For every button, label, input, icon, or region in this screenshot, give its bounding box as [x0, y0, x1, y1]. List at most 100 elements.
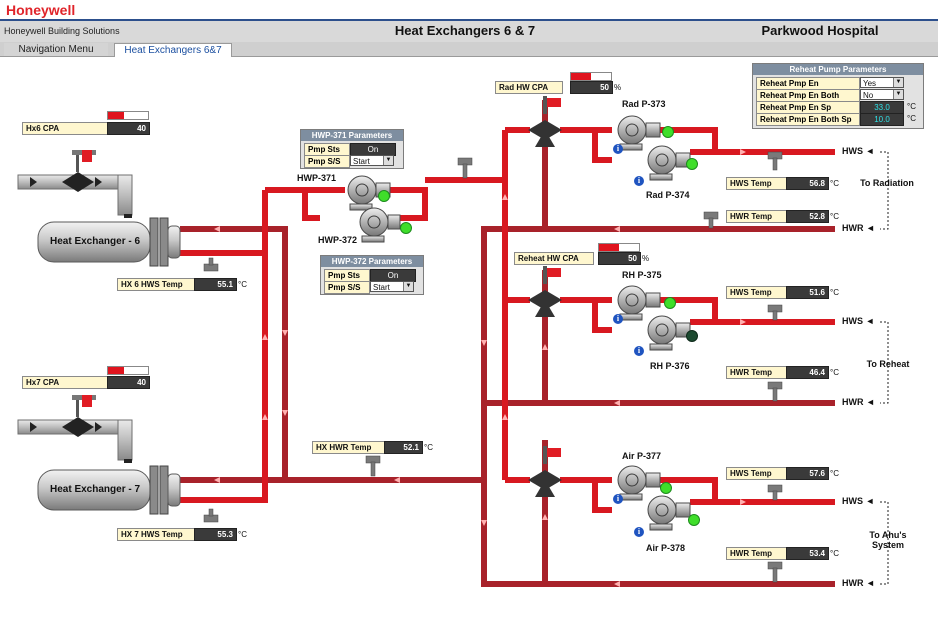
rad-cpa-unit: % — [614, 83, 622, 92]
chevron-down-icon[interactable]: ▼ — [893, 90, 903, 99]
flow-arrows — [214, 149, 746, 587]
honeywell-logo: Honeywell — [6, 2, 76, 18]
reheat-cpa-value[interactable]: 50 — [598, 252, 641, 265]
hwp372-panel-title: HWP-372 Parameters — [321, 256, 423, 267]
rad-cpa-value[interactable]: 50 — [570, 81, 613, 94]
tab-heat-exchangers[interactable]: Heat Exchangers 6&7 — [114, 43, 232, 57]
to-ahus-label: To Ahu's System — [869, 530, 907, 550]
info-icon[interactable]: i — [634, 527, 644, 537]
company-name: Honeywell Building Solutions — [4, 26, 120, 36]
steam-valve-hx7 — [62, 395, 132, 463]
return-piping — [180, 100, 835, 587]
hx6-cpa-value[interactable]: 40 — [107, 122, 150, 135]
chevron-down-icon[interactable]: ▼ — [893, 78, 903, 87]
hx6-hws-label: HX 6 HWS Temp — [117, 278, 195, 291]
rad-hwr-value: 52.8 — [786, 210, 829, 223]
tab-navigation-menu[interactable]: Navigation Menu — [4, 43, 108, 56]
pump-rh375-label: RH P-375 — [622, 270, 662, 280]
info-icon[interactable]: i — [634, 176, 644, 186]
reheat-pmp-en-both-sp-label: Reheat Pmp En Both Sp — [756, 113, 860, 126]
air-hwr-unit: °C — [830, 549, 839, 558]
pump-hwp371-label: HWP-371 — [297, 173, 337, 183]
reheat-pmp-en-sp-unit: °C — [907, 102, 916, 111]
reheat-hwr-loop-label: HWR ◄ — [842, 397, 875, 407]
page-title: Heat Exchangers 6 & 7 — [394, 23, 536, 38]
tab-bar — [0, 42, 938, 57]
air-hws-value: 57.6 — [786, 467, 829, 480]
hx6-cpa-label: Hx6 CPA — [22, 122, 110, 135]
steam-flow-arrows — [30, 177, 102, 432]
reheat-pmp-en-select[interactable]: Yes ▼ — [860, 77, 904, 88]
info-icon[interactable]: i — [613, 494, 623, 504]
three-way-valve-air — [528, 446, 562, 497]
ahu-hwr-loop-label: HWR ◄ — [842, 578, 875, 588]
heat-exchanger-6-vessel — [37, 217, 181, 267]
steam-valve-hx6 — [62, 150, 132, 218]
rh376-status-indicator — [686, 330, 698, 342]
site-name: Parkwood Hospital — [761, 23, 879, 38]
radiation-hwr-text: HWR — [842, 223, 864, 233]
reheat-pmp-en-both-select[interactable]: No ▼ — [860, 89, 904, 100]
hwp371-panel-title: HWP-371 Parameters — [301, 130, 403, 141]
pump-rad373-label: Rad P-373 — [622, 99, 666, 109]
header-divider — [0, 19, 938, 21]
rad-hwr-label: HWR Temp — [726, 210, 788, 223]
rad373-status-indicator — [662, 126, 674, 138]
reheat-hws-text: HWS — [842, 316, 863, 326]
air378-status-indicator — [688, 514, 700, 526]
reheat-hws-value: 51.6 — [786, 286, 829, 299]
reheat-hwr-text: HWR — [842, 397, 864, 407]
reheat-cpa-unit: % — [642, 254, 650, 263]
rad-cpa-bar — [570, 72, 612, 81]
pump-hwp372-label: HWP-372 — [318, 235, 358, 245]
hwp371-ss-value: Start — [353, 157, 370, 166]
reheat-hwr-value: 46.4 — [786, 366, 829, 379]
hwp371-ss-label: Pmp S/S — [304, 155, 350, 168]
reheat-pmp-en-both-sp-unit: °C — [907, 114, 916, 123]
chevron-down-icon[interactable]: ▼ — [403, 282, 413, 291]
pump-impellers — [355, 123, 669, 517]
hx7-hws-value: 55.3 — [194, 528, 237, 541]
heat-exchanger-7-vessel — [37, 465, 181, 515]
reheat-hws-label: HWS Temp — [726, 286, 788, 299]
hx-hwr-value: 52.1 — [384, 441, 423, 454]
radiation-hwr-label: HWR ◄ — [842, 223, 875, 233]
info-icon[interactable]: i — [634, 346, 644, 356]
heat-exchanger-7-label: Heat Exchanger - 7 — [50, 484, 141, 495]
rad-hws-unit: °C — [830, 179, 839, 188]
hx-hwr-label: HX HWR Temp — [312, 441, 386, 454]
hx6-hws-value: 55.1 — [194, 278, 237, 291]
air-hwr-value: 53.4 — [786, 547, 829, 560]
hwp371-ss-select[interactable]: Start ▼ — [350, 155, 394, 166]
reheat-hws-unit: °C — [830, 288, 839, 297]
air-hws-label: HWS Temp — [726, 467, 788, 480]
reheat-pmp-en-value: Yes — [863, 79, 877, 88]
info-icon[interactable]: i — [613, 144, 623, 154]
hx6-cpa-bar — [107, 111, 149, 120]
hx7-hws-label: HX 7 HWS Temp — [117, 528, 195, 541]
air-hwr-label: HWR Temp — [726, 547, 788, 560]
reheat-pmp-en-both-sp-value[interactable]: 10.0 — [860, 113, 904, 126]
reheat-hwr-label: HWR Temp — [726, 366, 788, 379]
hx7-cpa-value[interactable]: 40 — [107, 376, 150, 389]
rh375-status-indicator — [664, 297, 676, 309]
reheat-panel-title: Reheat Pump Parameters — [753, 64, 923, 75]
rad374-status-indicator — [686, 158, 698, 170]
gray-steam-piping — [17, 174, 133, 461]
to-radiation-label: To Radiation — [860, 178, 914, 188]
supply-piping — [180, 127, 835, 513]
pump-rh376-label: RH P-376 — [650, 361, 690, 371]
hx-hwr-unit: °C — [424, 443, 433, 452]
three-way-valve-radiation — [528, 96, 562, 147]
air377-status-indicator — [660, 482, 672, 494]
sensors — [203, 151, 783, 583]
hwp372-ss-select[interactable]: Start▼ — [370, 281, 414, 292]
info-icon[interactable]: i — [613, 314, 623, 324]
radiation-hws-label: HWS ◄ — [842, 146, 875, 156]
heat-exchanger-6-label: Heat Exchanger - 6 — [50, 236, 141, 247]
chevron-down-icon[interactable]: ▼ — [383, 156, 393, 165]
hwp371-status-indicator — [378, 190, 390, 202]
reheat-pmp-en-both-value: No — [863, 91, 874, 100]
reheat-hws-loop-label: HWS ◄ — [842, 316, 875, 326]
ahu-hwr-text: HWR — [842, 578, 864, 588]
